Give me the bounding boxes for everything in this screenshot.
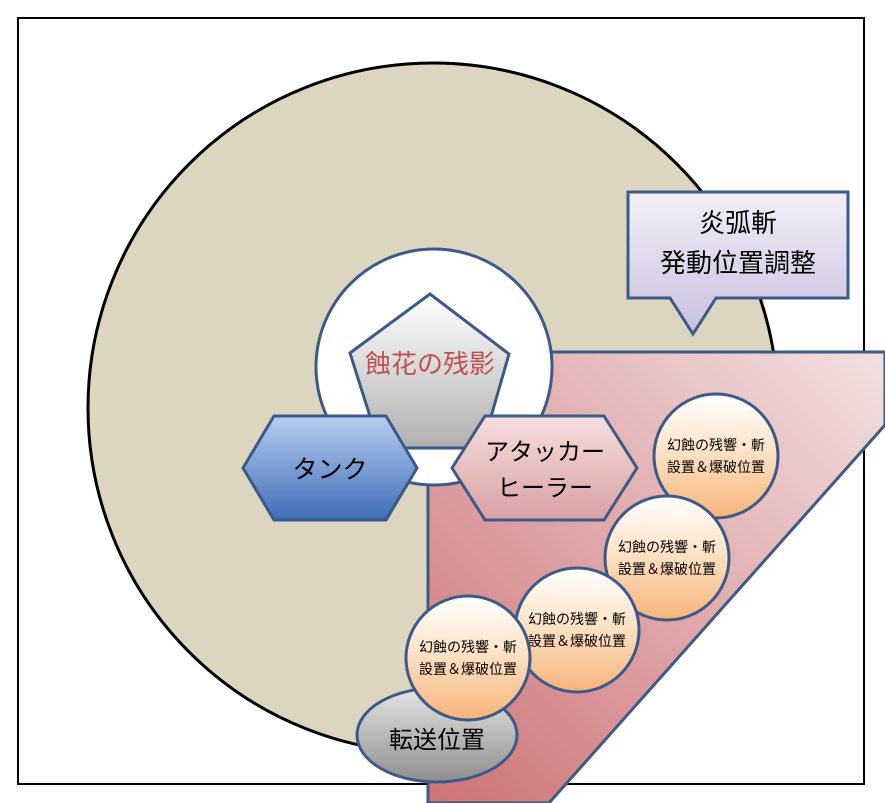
marker-circle [603,494,731,622]
boss-label: 蝕花の残影 [365,350,495,380]
marker-line1: 幻蝕の残響・斬 [419,639,517,656]
callout-line1: 炎弧斬 [699,209,777,239]
marker-line2: 設置＆爆破位置 [618,562,716,578]
marker-line2: 設置＆爆破位置 [667,460,765,476]
marker-circle [513,566,641,694]
tank-label: タンク [292,455,367,484]
dps-healer-hexagon [450,414,639,522]
callout-box [626,190,850,337]
boss-pentagon [348,292,511,450]
callout-line2: 発動位置調整 [660,249,816,279]
healer-label: ヒーラー [497,474,593,502]
marker-line1: 幻蝕の残響・斬 [618,539,716,556]
marker-circle [404,594,532,722]
marker-line1: 幻蝕の残響・斬 [667,437,765,454]
transfer-label: 転送位置 [389,726,485,754]
marker-line2: 設置＆爆破位置 [528,634,626,650]
marker-line1: 幻蝕の残響・斬 [528,611,626,628]
marker-line2: 設置＆爆破位置 [419,662,517,678]
tank-hexagon [241,414,419,522]
dps-label: アタッカー [485,438,605,466]
